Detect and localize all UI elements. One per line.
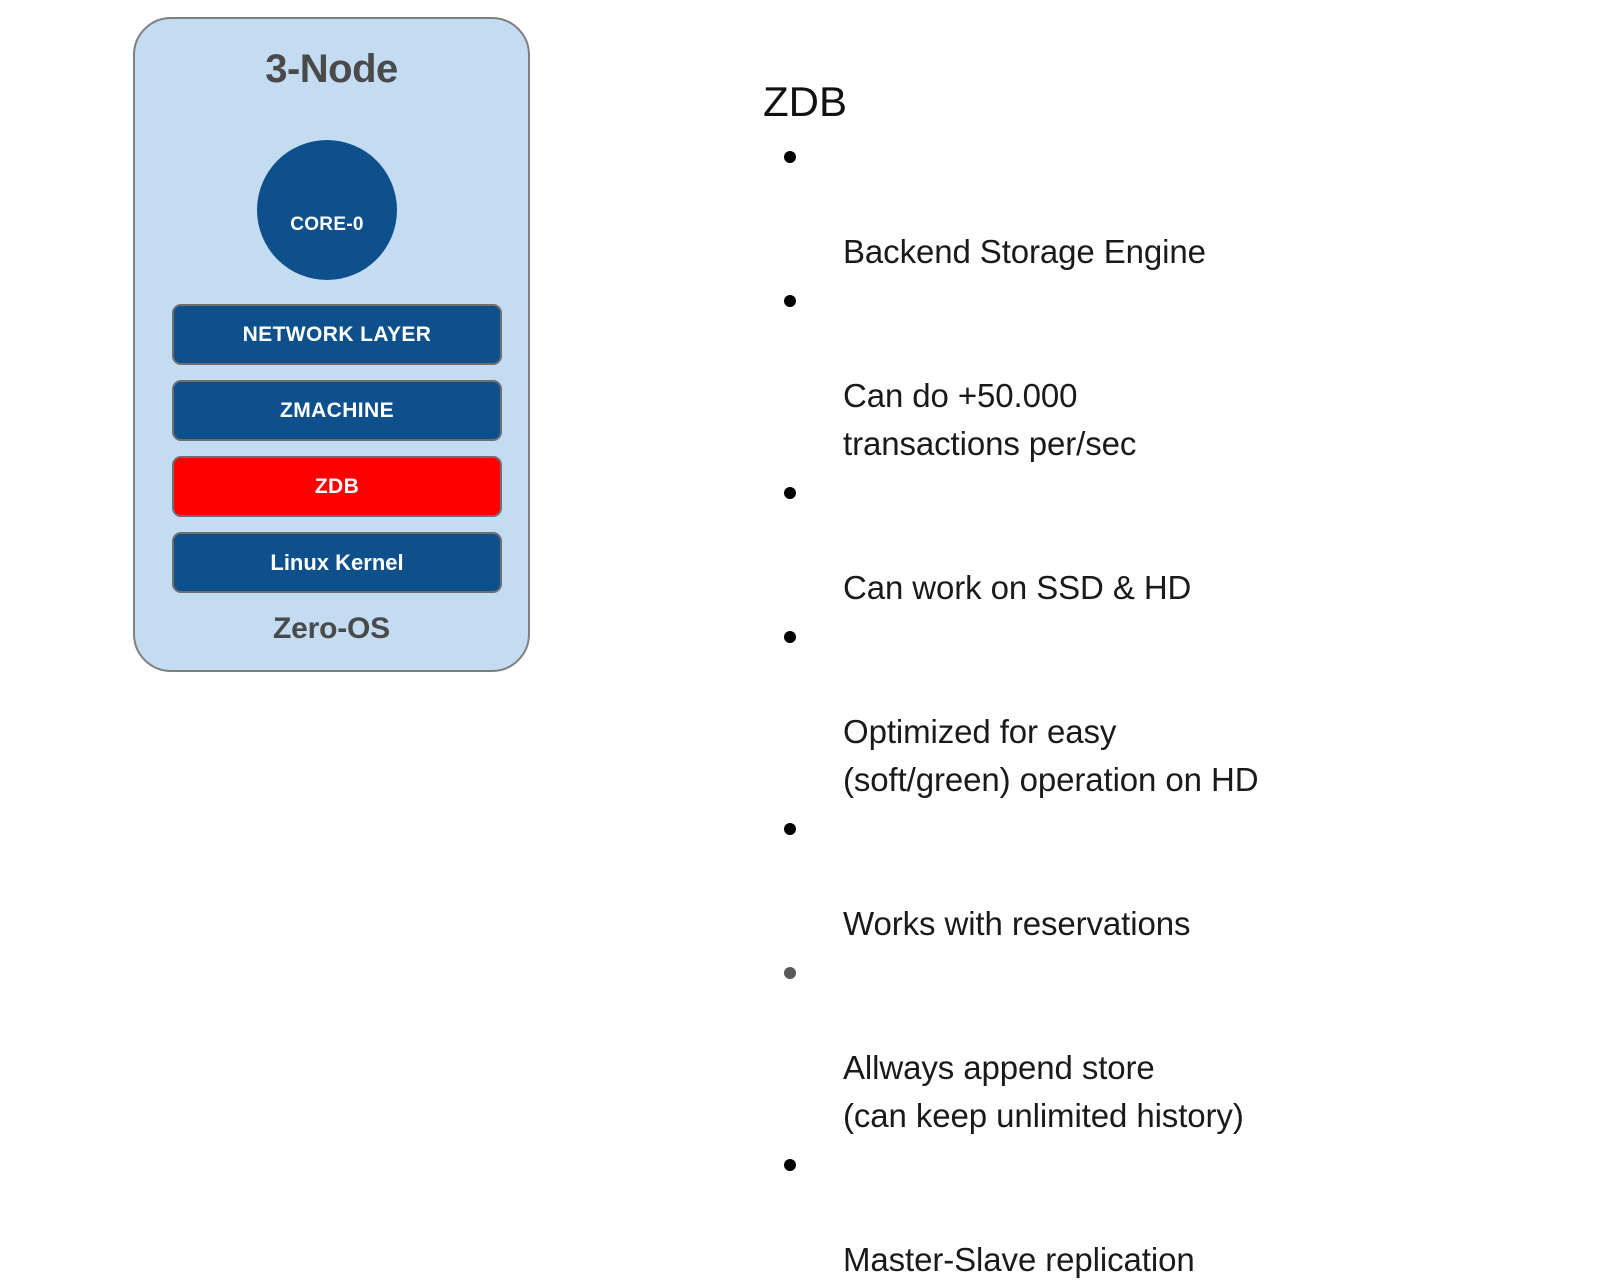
list-item: Can do +50.000 transactions per/sec — [763, 276, 1463, 468]
list-item-text: Can work on SSD & HD — [843, 569, 1192, 606]
layer-box-zdb-highlighted: ZDB — [172, 456, 502, 517]
list-item-text: Backend Storage Engine — [843, 233, 1206, 270]
bullet-dot-icon — [784, 631, 796, 643]
layer-label: ZMACHINE — [279, 398, 395, 422]
layer-box-network-layer: NETWORK LAYER — [172, 304, 502, 365]
list-item: Optimized for easy (soft/green) operatio… — [763, 612, 1463, 804]
core-circle-label: CORE-0 — [290, 214, 364, 235]
list-item-text: Allways append store (can keep unlimited… — [843, 1049, 1244, 1134]
list-item: Can work on SSD & HD — [763, 468, 1463, 612]
layer-label: Linux Kernel — [270, 549, 404, 575]
node-panel-footer: Zero-OS — [273, 612, 390, 645]
bullet-dot-icon — [784, 151, 796, 163]
layer-box-zmachine: ZMACHINE — [172, 380, 502, 441]
list-item: Master-Slave replication — [763, 1140, 1463, 1284]
list-item-text: Can do +50.000 transactions per/sec — [843, 377, 1137, 462]
list-item-text: Works with reservations — [843, 905, 1191, 942]
node-panel-title: 3-Node — [265, 47, 398, 91]
layer-label: ZDB — [314, 474, 360, 498]
list-item: Works with reservations — [763, 804, 1463, 948]
node-panel: 3-Node CORE-0 NETWORK LAYER ZMACHINE ZDB… — [133, 17, 530, 672]
core-circle: CORE-0 — [257, 140, 397, 280]
bullet-dot-icon — [784, 487, 796, 499]
bullet-dot-icon — [784, 823, 796, 835]
bullet-dot-icon — [784, 967, 796, 979]
layer-box-linux-kernel: Linux Kernel — [172, 532, 502, 593]
layer-stack: NETWORK LAYER ZMACHINE ZDB Linux Kernel — [172, 304, 502, 608]
list-item: Allways append store (can keep unlimited… — [763, 948, 1463, 1140]
zdb-description-block: ZDB Backend Storage Engine Can do +50.00… — [763, 78, 1463, 1284]
list-item-text: Master-Slave replication — [843, 1241, 1195, 1278]
list-item: Backend Storage Engine — [763, 132, 1463, 276]
zdb-heading: ZDB — [763, 78, 847, 125]
bullet-dot-icon — [784, 1159, 796, 1171]
bullet-dot-icon — [784, 295, 796, 307]
zdb-bullet-list: Backend Storage Engine Can do +50.000 tr… — [763, 132, 1463, 1284]
layer-label: NETWORK LAYER — [242, 322, 432, 346]
list-item-text: Optimized for easy (soft/green) operatio… — [843, 713, 1259, 798]
